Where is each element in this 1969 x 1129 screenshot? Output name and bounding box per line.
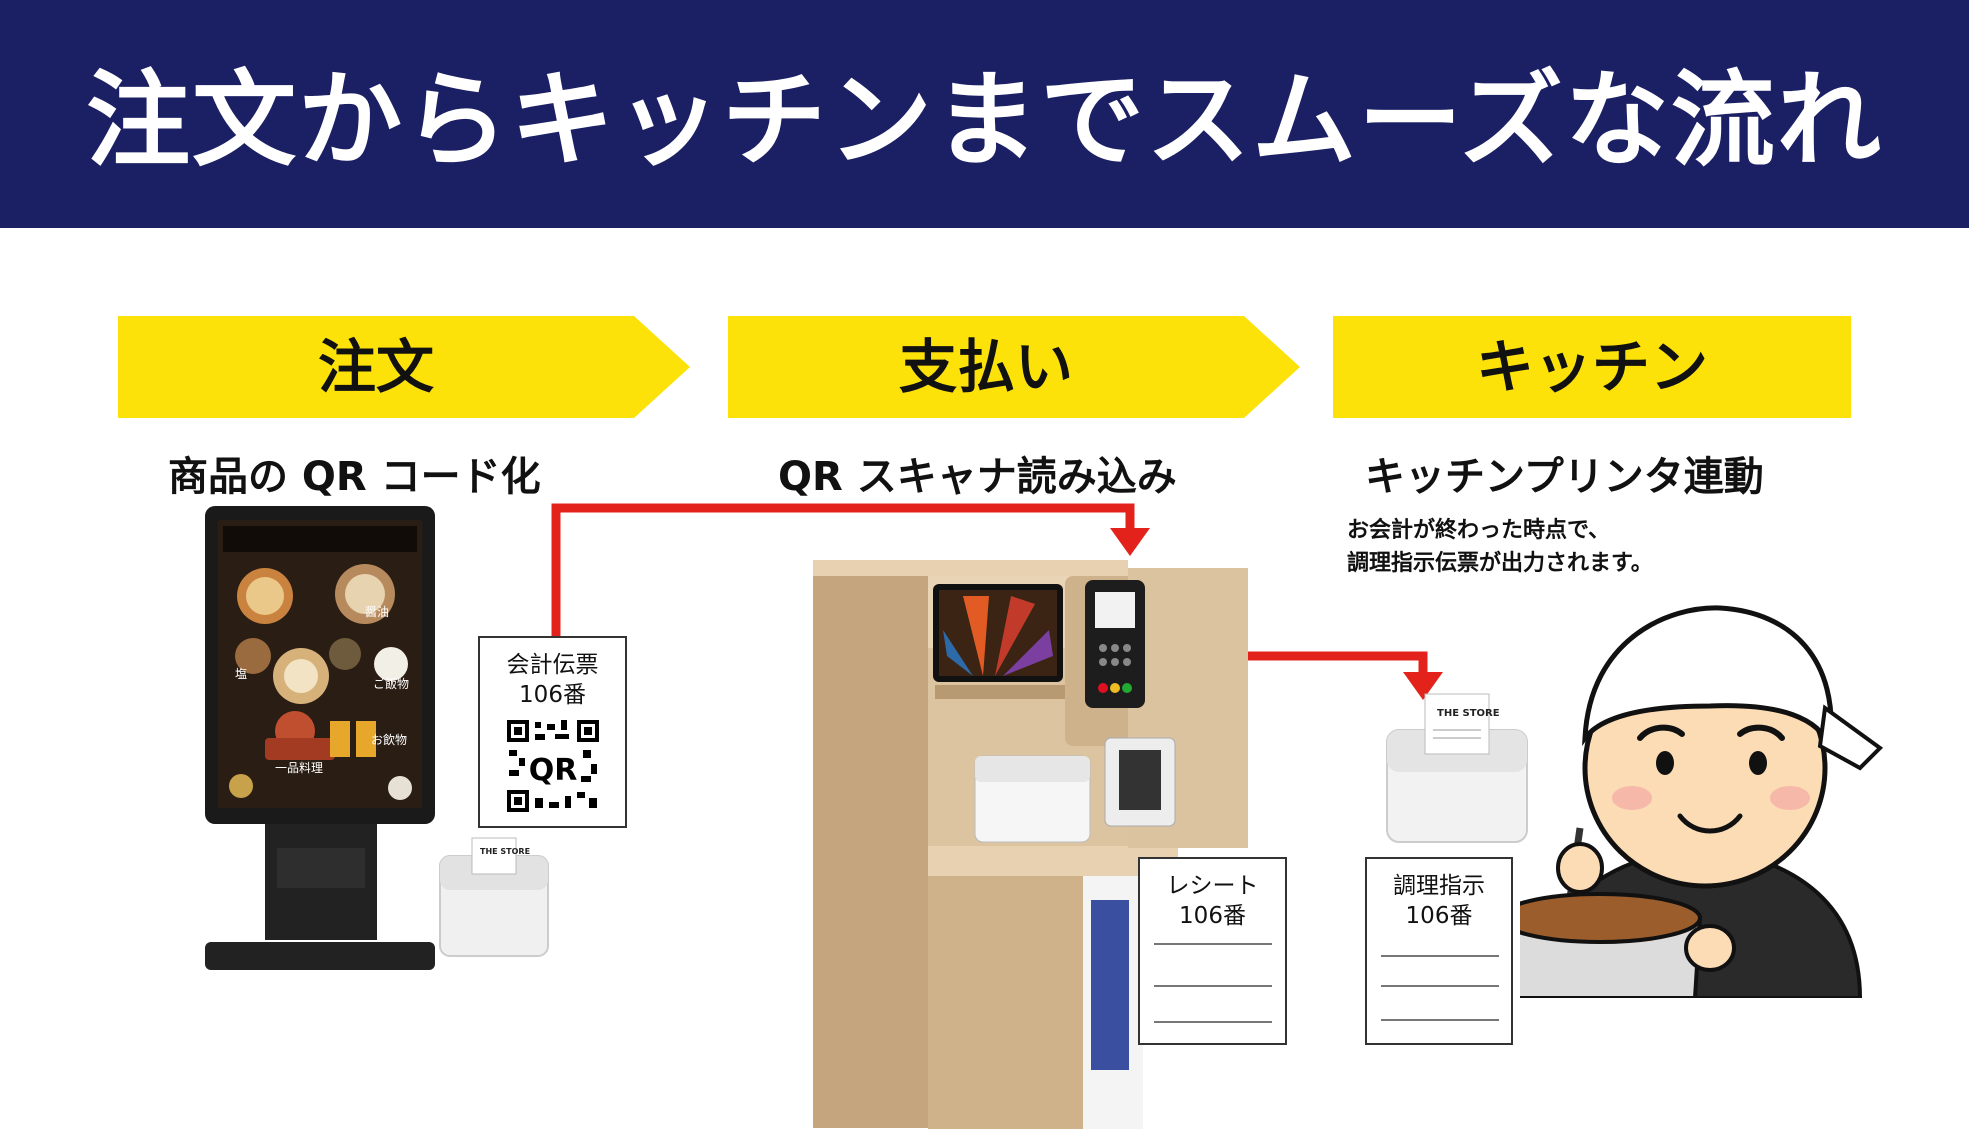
receipt-ticket-title: レシート (1166, 873, 1259, 899)
order-ticket-title: 会計伝票 (506, 652, 599, 678)
flow-arrow-payment-to-kitchen (1180, 651, 1428, 674)
step-kitchen: キッチン (1333, 316, 1851, 418)
arrowhead (1110, 528, 1150, 556)
self-checkout-cabinet (813, 560, 1248, 1129)
subtitle-kitchen: キッチンプリンタ連動 (1365, 454, 1764, 500)
kiosk-item-label: 一品料理 (275, 761, 323, 775)
kitchen-ticket-line (1381, 1019, 1499, 1021)
receipt-line (1154, 985, 1272, 987)
kiosk-item-label: お飲物 (371, 732, 407, 747)
kitchen-note-line1: お会計が終わった時点で、 (1347, 518, 1611, 543)
step-label: キッチン (1475, 333, 1708, 401)
kiosk-item-label: 醤油 (365, 604, 389, 619)
step-order: 注文 (118, 316, 690, 418)
title-banner: 注文からキッチンまでスムーズな流れ (0, 0, 1969, 228)
qr-overlay-text: QR (528, 753, 577, 788)
receipt-printer-small: THE STORE (439, 837, 549, 957)
step-label: 支払い (898, 333, 1073, 401)
kiosk-item-label: 塩 (235, 666, 247, 681)
kitchen-note-line2: 調理指示伝票が出力されます。 (1347, 551, 1653, 576)
kitchen-printer: THE STORE (1386, 693, 1528, 843)
step-label: 注文 (317, 333, 434, 401)
flow-arrow-order-to-payment (551, 503, 1135, 640)
chef-illustration (1520, 605, 1884, 998)
receipt-ticket-number: 106番 (1179, 903, 1246, 929)
subtitle-order: 商品の QR コード化 (168, 454, 541, 500)
kitchen-ticket-line (1381, 985, 1499, 987)
step-payment: 支払い (728, 316, 1300, 418)
kitchen-ticket-line (1381, 955, 1499, 957)
subtitle-payment: QR スキャナ読み込み (778, 454, 1177, 500)
order-kiosk: 塩 醤油 ご飯物 お飲物 一品料理 (205, 506, 435, 970)
page-title: 注文からキッチンまでスムーズな流れ (86, 59, 1883, 181)
kitchen-note: お会計が終わった時点で、 調理指示伝票が出力されます。 (1347, 514, 1653, 580)
kiosk-item-label: ご飯物 (373, 676, 409, 691)
arrowhead (1403, 672, 1443, 700)
step-box-shape (1333, 316, 1851, 418)
receipt-ticket: レシート 106番 (1138, 857, 1287, 1045)
kitchen-ticket: 調理指示 106番 (1365, 857, 1513, 1045)
kitchen-ticket-title: 調理指示 (1393, 873, 1485, 899)
receipt-line (1154, 1021, 1272, 1023)
printer-label: THE STORE (480, 847, 530, 856)
printer-label: THE STORE (1437, 708, 1500, 719)
qr-code: QR (504, 718, 601, 814)
kitchen-ticket-number: 106番 (1405, 903, 1473, 929)
order-ticket-number: 106番 (519, 682, 586, 708)
step-arrow-shape (118, 316, 690, 418)
order-ticket: 会計伝票 106番 QR (478, 636, 627, 828)
step-arrow-shape (728, 316, 1300, 418)
receipt-line (1154, 943, 1272, 945)
